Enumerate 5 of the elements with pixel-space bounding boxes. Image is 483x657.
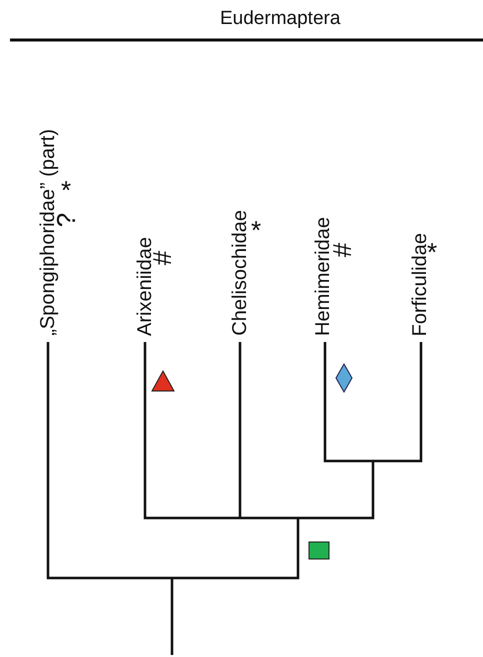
clade-name: Eudermaptera: [220, 8, 340, 30]
taxon-label: Chelisochidae: [229, 210, 251, 336]
annotation-mark: *: [61, 177, 72, 203]
annotation-mark: *: [427, 239, 438, 265]
annotation-mark: *: [251, 217, 262, 243]
